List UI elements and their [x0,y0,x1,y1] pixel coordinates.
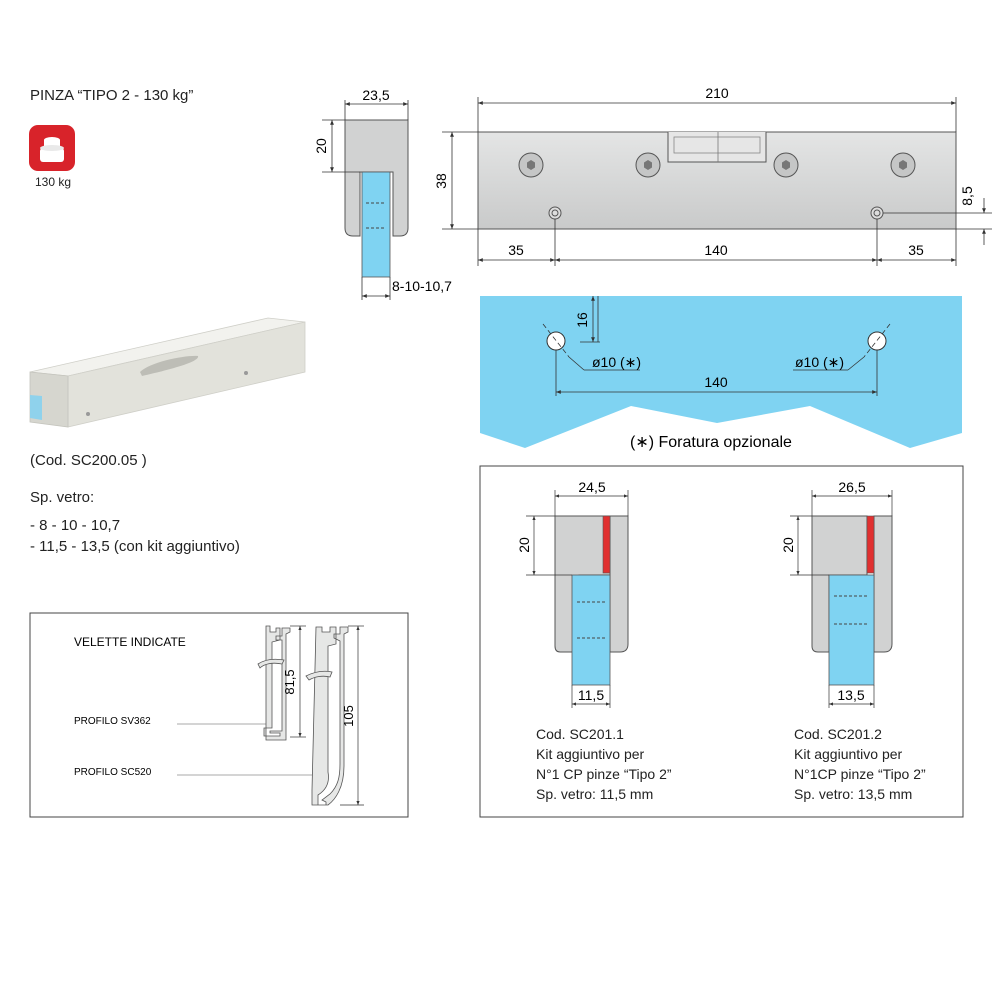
profile-sc520 [305,626,349,806]
kit-1-line-3: Sp. vetro: 11,5 mm [536,786,654,802]
velette-title: VELETTE INDICATE [74,635,186,649]
kit-2-line-1: Kit aggiuntivo per [794,746,903,762]
hole-right-label: ø10 (∗) [795,354,844,370]
kit-2-line-3: Sp. vetro: 13,5 mm [794,786,913,802]
kit-2-height: 20 [780,537,796,553]
velette-panel: VELETTE INDICATE PROFILO SV362 PROFILO S… [29,612,409,818]
front-offset-label: 8,5 [959,186,975,206]
profile-2-height: 105 [341,705,356,727]
kit-2-glass: 13,5 [837,687,864,703]
weight-icon [40,137,64,162]
weight-badge-label: 130 kg [35,175,72,189]
weight-badge [29,125,75,171]
bolt-icon [773,152,799,178]
profile-2-label: PROFILO SC520 [74,767,152,778]
kit-1-section: 24,5 20 11,5 [516,479,629,708]
kit-2-section: 26,5 20 13,5 [780,479,893,708]
kit-1-line-2: N°1 CP pinze “Tipo 2” [536,766,672,782]
front-view: 210 38 8,5 35 140 35 [433,85,992,266]
front-length-label: 210 [705,85,729,101]
clamp-3d-illustration [29,317,306,428]
bolt-icon [518,152,544,178]
front-height-label: 38 [433,173,449,189]
side-glass-label: 8-10-10,7 [392,278,452,294]
front-left-label: 35 [508,242,524,258]
front-right-label: 35 [908,242,924,258]
kit-1-line-1: Kit aggiuntivo per [536,746,645,762]
kit-1-height: 20 [516,537,532,553]
kit-1-glass: 11,5 [578,687,604,703]
profile-1-height: 81,5 [282,669,297,694]
glass-panel: 16 ø10 (∗) ø10 (∗) 140 (∗) Foratura opzi… [480,296,962,451]
kits-panel: 24,5 20 11,5 26,5 20 [479,465,964,818]
glass-line-1: - 8 - 10 - 10,7 [30,517,121,534]
panel-spacing-label: 140 [704,374,728,390]
glass-thickness-list: Sp. vetro: - 8 - 10 - 10,7 - 11,5 - 13,5… [30,487,240,557]
panel-note: (∗) Foratura opzionale [630,434,792,451]
panel-depth-label: 16 [574,312,590,328]
kit-2-code: Cod. SC201.2 [794,726,882,742]
kit-1-code: Cod. SC201.1 [536,726,624,742]
kit-2-width: 26,5 [838,479,865,495]
kit-1-caption: Cod. SC201.1 Kit aggiuntivo per N°1 CP p… [536,724,672,804]
glass-heading: Sp. vetro: [30,489,95,506]
kit-2-line-2: N°1CP pinze “Tipo 2” [794,766,926,782]
front-center-label: 140 [704,242,728,258]
product-code: (Cod. SC200.05 ) [30,452,147,469]
side-width-label: 23,5 [362,87,389,103]
hole-left-label: ø10 (∗) [592,354,641,370]
side-section-view: 23,5 20 8-10-10,7 [313,87,452,300]
page-title: PINZA “TIPO 2 - 130 kg” [30,87,194,104]
profile-sv362 [257,625,291,741]
glass-line-2: - 11,5 - 13,5 (con kit aggiuntivo) [30,538,240,555]
kit-2-caption: Cod. SC201.2 Kit aggiuntivo per N°1CP pi… [794,724,926,804]
side-height-label: 20 [313,138,329,154]
kit-1-width: 24,5 [578,479,605,495]
profile-1-label: PROFILO SV362 [74,716,151,727]
bolt-icon [890,152,916,178]
bolt-icon [635,152,661,178]
